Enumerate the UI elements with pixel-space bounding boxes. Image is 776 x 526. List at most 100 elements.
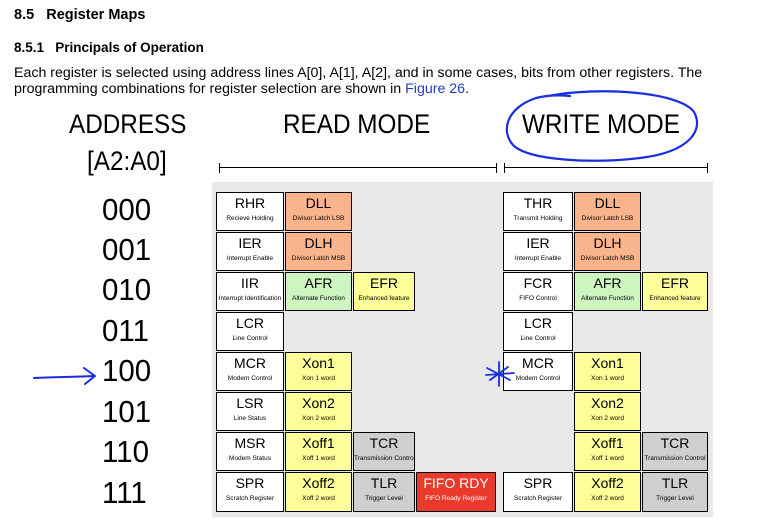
register-name: Xon1 — [591, 355, 624, 371]
register-name: TCR — [660, 435, 690, 451]
register-description: Enhanced feature — [358, 295, 410, 302]
write-lcr-register: LCR Line Control — [503, 312, 573, 351]
register-description: Xoff 2 word — [591, 495, 624, 502]
register-name: MSR — [234, 435, 266, 451]
register-description: Divisor Latch LSB — [292, 215, 345, 222]
register-description: Divisor Latch LSB — [581, 215, 634, 222]
address-110: 110 — [102, 434, 149, 469]
register-name: AFR — [304, 275, 333, 291]
register-description: Transmission Control — [354, 455, 415, 462]
register-name: LSR — [236, 395, 264, 411]
section-heading: 8.5 Register Maps — [14, 7, 145, 23]
register-description: Scratch Register — [225, 495, 275, 502]
subsection-title: Principals of Operation — [55, 40, 204, 55]
read-tlr-register: TLR Trigger Level — [353, 472, 415, 512]
register-name: SPR — [523, 475, 553, 491]
register-description: Interrupt Enable — [226, 255, 274, 262]
register-description: Recieve Holding — [226, 215, 274, 222]
read-mode-label: READ MODE — [283, 109, 431, 139]
register-name: RHR — [234, 195, 266, 211]
register-name: DLL — [594, 195, 621, 211]
address-101: 101 — [102, 394, 152, 429]
address-000: 000 — [102, 192, 152, 227]
write-dlh-register: DLH Divisor Latch MSB — [574, 232, 641, 271]
address-label: ADDRESS — [69, 109, 187, 139]
register-description: Transmit Holding — [513, 215, 563, 222]
write-mode-label: WRITE MODE — [522, 109, 680, 139]
register-name: AFR — [593, 275, 622, 291]
register-name: Xoff2 — [591, 475, 624, 491]
register-description: Xoff 1 word — [302, 455, 335, 462]
read-ier-register: IER Interrupt Enable — [216, 232, 284, 271]
register-description: Line Control — [232, 335, 268, 342]
register-description: Xon 2 word — [591, 415, 624, 422]
register-name: LCR — [523, 315, 552, 331]
register-description: Xon 2 word — [302, 415, 335, 422]
register-description: Modem Status — [229, 455, 271, 462]
register-description: Line Status — [233, 415, 267, 422]
write-dll-register: DLL Divisor Latch LSB — [574, 192, 641, 231]
read-mode-bracket — [219, 163, 497, 173]
register-name: Xoff1 — [591, 435, 624, 451]
register-description: Xon 1 word — [591, 375, 624, 382]
address-010: 010 — [102, 272, 152, 307]
address-001: 001 — [102, 232, 152, 267]
subsection-heading: 8.5.1 Principals of Operation — [14, 40, 204, 55]
read-dll-register: DLL Divisor Latch LSB — [285, 192, 352, 231]
register-description: Trigger Level — [656, 495, 694, 502]
register-description: Divisor Latch MSB — [580, 255, 635, 262]
register-description: Xon 1 word — [302, 375, 335, 382]
subsection-number: 8.5.1 — [14, 40, 45, 55]
read-msr-register: MSR Modem Status — [216, 432, 284, 471]
register-name: TLR — [370, 475, 398, 491]
write-mode-bracket — [504, 163, 708, 173]
register-name: Xon2 — [591, 395, 624, 411]
address-range-label: [A2:A0] — [87, 146, 167, 176]
register-description: Xoff 2 word — [302, 495, 335, 502]
register-description: Scratch Register — [513, 495, 563, 502]
paragraph-end: . — [465, 80, 470, 97]
address-111: 111 — [102, 475, 147, 510]
arrow-head — [83, 367, 96, 385]
register-name: Xon2 — [302, 395, 335, 411]
register-name: IIR — [241, 275, 259, 291]
register-description: Line Control — [520, 335, 556, 342]
register-name: DLH — [593, 235, 622, 251]
register-name: TCR — [369, 435, 399, 451]
read-tcr-register: TCR Transmission Control — [353, 432, 415, 471]
register-name: EFR — [661, 275, 689, 291]
figure-link[interactable]: Figure 26 — [405, 80, 466, 97]
write-spr-register: SPR Scratch Register — [503, 472, 573, 512]
section-title: Register Maps — [46, 7, 146, 23]
register-description: Xoff 1 word — [591, 455, 624, 462]
register-name: DLH — [304, 235, 333, 251]
read-lsr-register: LSR Line Status — [216, 392, 284, 431]
register-description: Trigger Level — [365, 495, 403, 502]
register-description: FIFO Control — [519, 295, 557, 302]
paragraph-text: Each register is selected using address … — [14, 65, 703, 97]
register-description: Enhanced feature — [649, 295, 701, 302]
write-efr-register: EFR Enhanced feature — [642, 272, 708, 311]
register-name: IER — [238, 235, 262, 251]
register-name: DLL — [305, 195, 332, 211]
register-description: Interrupt Enable — [514, 255, 562, 262]
read-rhr-register: RHR Recieve Holding — [216, 192, 284, 231]
